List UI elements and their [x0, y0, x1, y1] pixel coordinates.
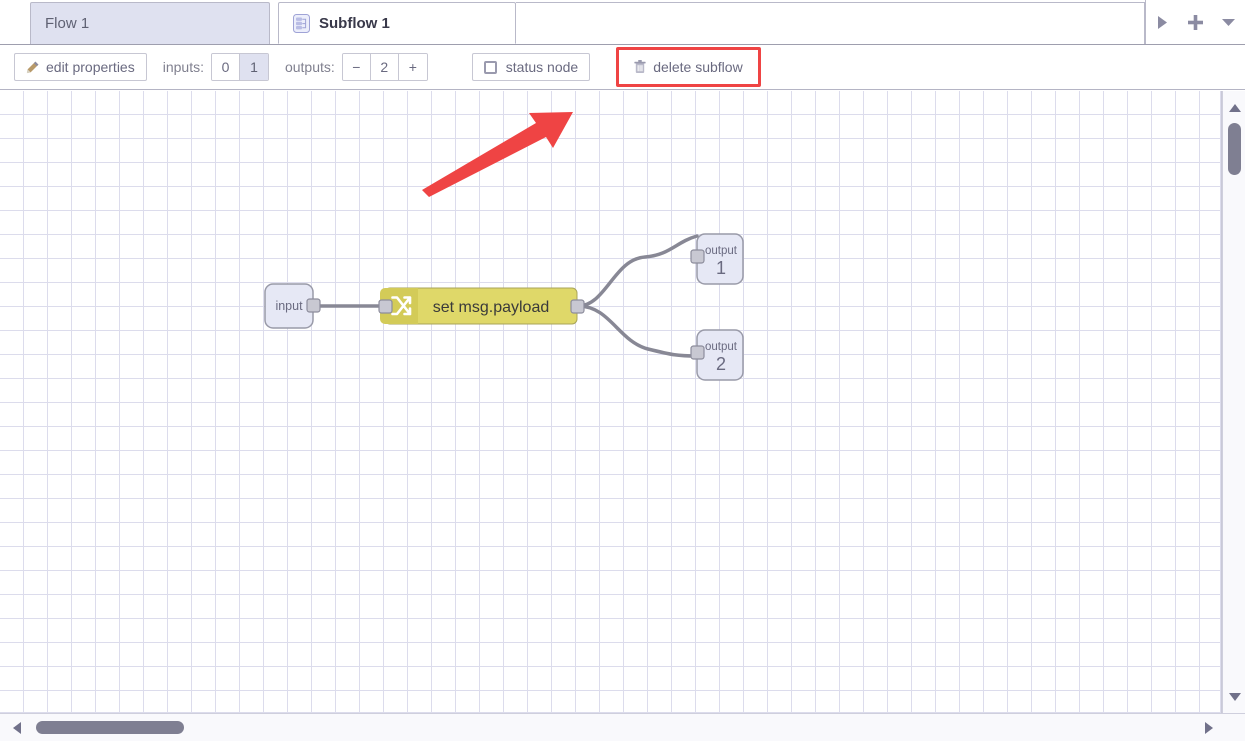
output-1-number: 1	[716, 258, 726, 278]
status-node-checkbox-icon[interactable]	[483, 60, 497, 74]
scroll-right-icon[interactable]	[1150, 9, 1176, 35]
horizontal-scrollbar-thumb[interactable]	[36, 721, 184, 734]
vertical-scrollbar[interactable]	[1222, 91, 1245, 713]
wire-change-to-output2	[576, 304, 699, 358]
change-node: set msg.payload	[378, 287, 585, 325]
flow-canvas[interactable]: input set msg.payload output 1 output	[0, 91, 1222, 713]
change-node-label: set msg.payload	[433, 299, 550, 316]
horizontal-scrollbar[interactable]	[0, 713, 1245, 741]
subflow-output-node-2: output 2	[690, 329, 744, 381]
subflow-toolbar: edit properties inputs: 0 1 outputs: − 2…	[0, 45, 1245, 90]
input-node-label: input	[275, 299, 303, 313]
output-2-port	[690, 345, 705, 360]
triangle-right-icon[interactable]	[1201, 720, 1217, 736]
edit-properties-button[interactable]: edit properties	[14, 53, 147, 81]
status-node-toggle[interactable]: status node	[471, 53, 591, 81]
shuffle-icon	[391, 296, 412, 316]
inputs-toggle-group: 0 1	[210, 53, 269, 81]
wire-change-to-output1	[576, 234, 699, 308]
triangle-down-icon[interactable]	[1227, 689, 1243, 705]
tab-flow-1[interactable]: Flow 1	[30, 2, 270, 44]
outputs-value: 2	[370, 54, 399, 80]
subflow-input-node: input	[264, 283, 321, 329]
outputs-increment-button[interactable]: +	[398, 54, 427, 80]
output-1-port	[690, 249, 705, 264]
subflow-output-node-1: output 1	[690, 233, 744, 285]
edit-properties-label: edit properties	[46, 59, 135, 75]
output-2-number: 2	[716, 354, 726, 374]
triangle-up-icon[interactable]	[1227, 100, 1243, 116]
change-node-output-port	[570, 299, 585, 314]
output-2-label: output	[705, 341, 738, 353]
delete-subflow-highlight: delete subflow	[616, 47, 761, 87]
inputs-label: inputs:	[162, 59, 204, 75]
outputs-stepper: − 2 +	[341, 53, 428, 81]
tab-menu-icon[interactable]	[1216, 9, 1242, 35]
tab-tools	[1145, 0, 1245, 44]
tab-subflow-1-label: Subflow 1	[319, 14, 390, 32]
trash-icon	[634, 60, 646, 74]
tab-bar: Flow 1 Subflow 1	[0, 0, 1245, 45]
inputs-option-0[interactable]: 0	[211, 54, 240, 80]
wire-group	[313, 234, 699, 358]
tab-flow-1-label: Flow 1	[45, 15, 90, 32]
tab-subflow-1[interactable]: Subflow 1	[278, 2, 516, 44]
annotation-arrow-icon	[422, 112, 573, 197]
triangle-left-icon[interactable]	[9, 720, 25, 736]
inputs-option-1[interactable]: 1	[239, 54, 268, 80]
tab-list: Flow 1 Subflow 1	[0, 0, 1145, 45]
change-node-input-port	[378, 299, 393, 314]
status-node-label: status node	[505, 59, 579, 75]
subflow-icon	[293, 13, 310, 33]
delete-subflow-button[interactable]: delete subflow	[622, 53, 755, 81]
add-tab-icon[interactable]	[1183, 9, 1209, 35]
outputs-label: outputs:	[284, 59, 335, 75]
input-node-port	[306, 298, 321, 313]
output-1-label: output	[705, 245, 738, 257]
pencil-icon	[26, 61, 39, 74]
vertical-scrollbar-thumb[interactable]	[1228, 123, 1241, 175]
delete-subflow-label: delete subflow	[653, 59, 743, 75]
tab-bar-filler	[516, 2, 1145, 44]
outputs-decrement-button[interactable]: −	[342, 54, 371, 80]
